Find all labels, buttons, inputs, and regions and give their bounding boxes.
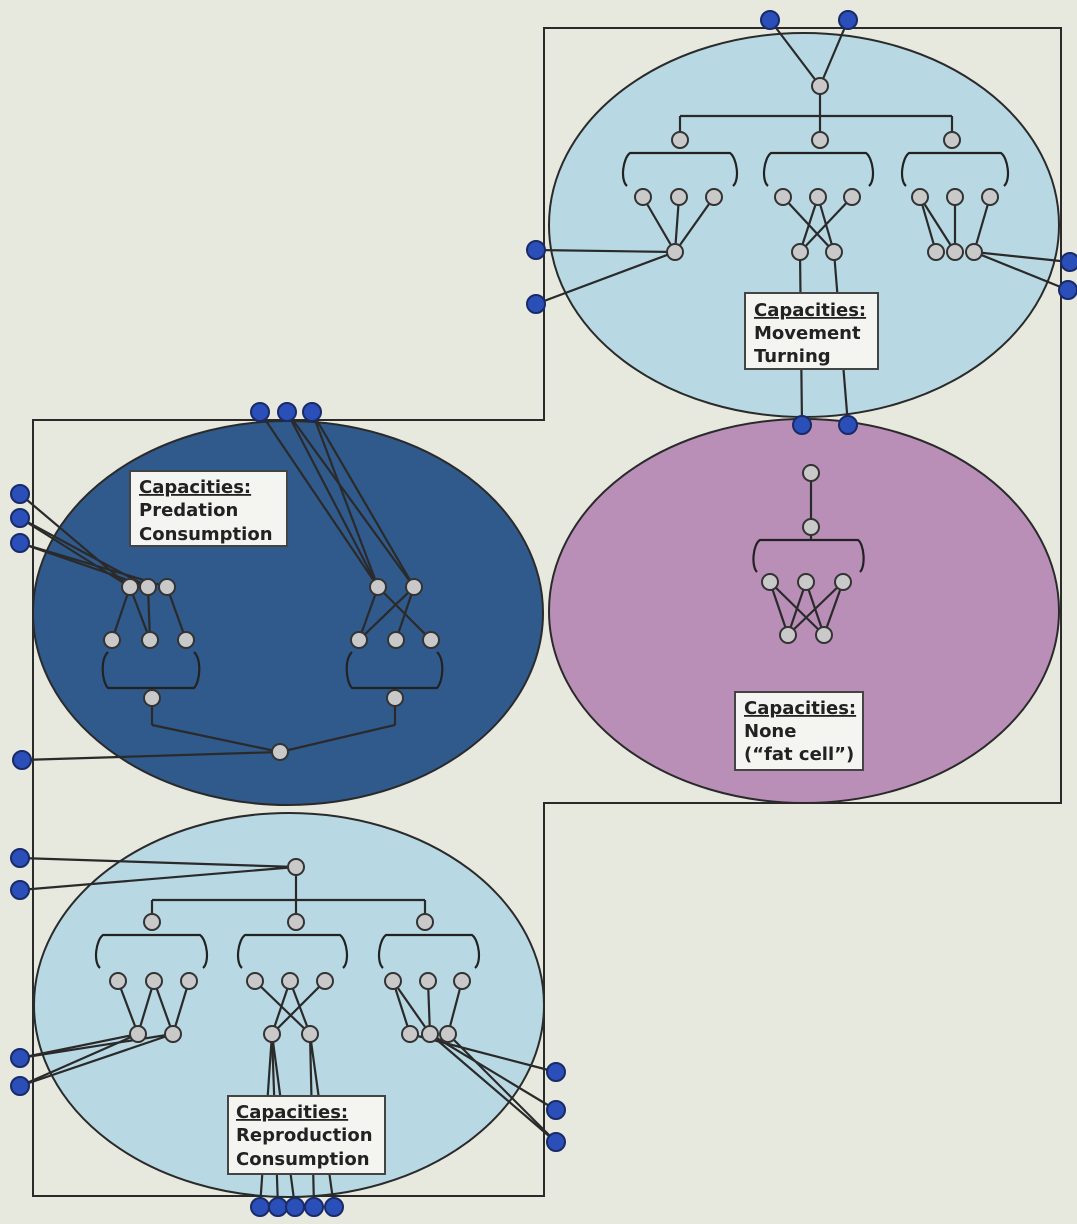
capacities-box-left: Capacities: Predation Consumption	[129, 470, 288, 547]
capacities-box-right: Capacities: None (“fat cell”)	[734, 691, 864, 771]
cell-bottom	[33, 812, 545, 1198]
network-right	[752, 464, 865, 644]
capacities-title: Capacities:	[236, 1102, 348, 1123]
capacities-title: Capacities:	[744, 698, 856, 719]
network-top-right	[526, 10, 1077, 435]
capacities-title: Capacities:	[139, 477, 251, 498]
network-bottom	[10, 848, 566, 1217]
capacity-line: Movement	[754, 323, 861, 344]
capacity-line: (“fat cell”)	[744, 744, 854, 765]
capacity-line: None	[744, 721, 796, 742]
network-left	[10, 402, 444, 770]
capacity-line: Consumption	[236, 1149, 370, 1170]
capacity-line: Predation	[139, 500, 238, 521]
capacities-box-top-right: Capacities: Movement Turning	[744, 292, 879, 370]
capacity-line: Turning	[754, 346, 831, 367]
capacities-title: Capacities:	[754, 300, 866, 321]
capacities-box-bottom: Capacities: Reproduction Consumption	[227, 1095, 386, 1175]
capacity-line: Reproduction	[236, 1125, 373, 1146]
capacity-line: Consumption	[139, 524, 273, 545]
